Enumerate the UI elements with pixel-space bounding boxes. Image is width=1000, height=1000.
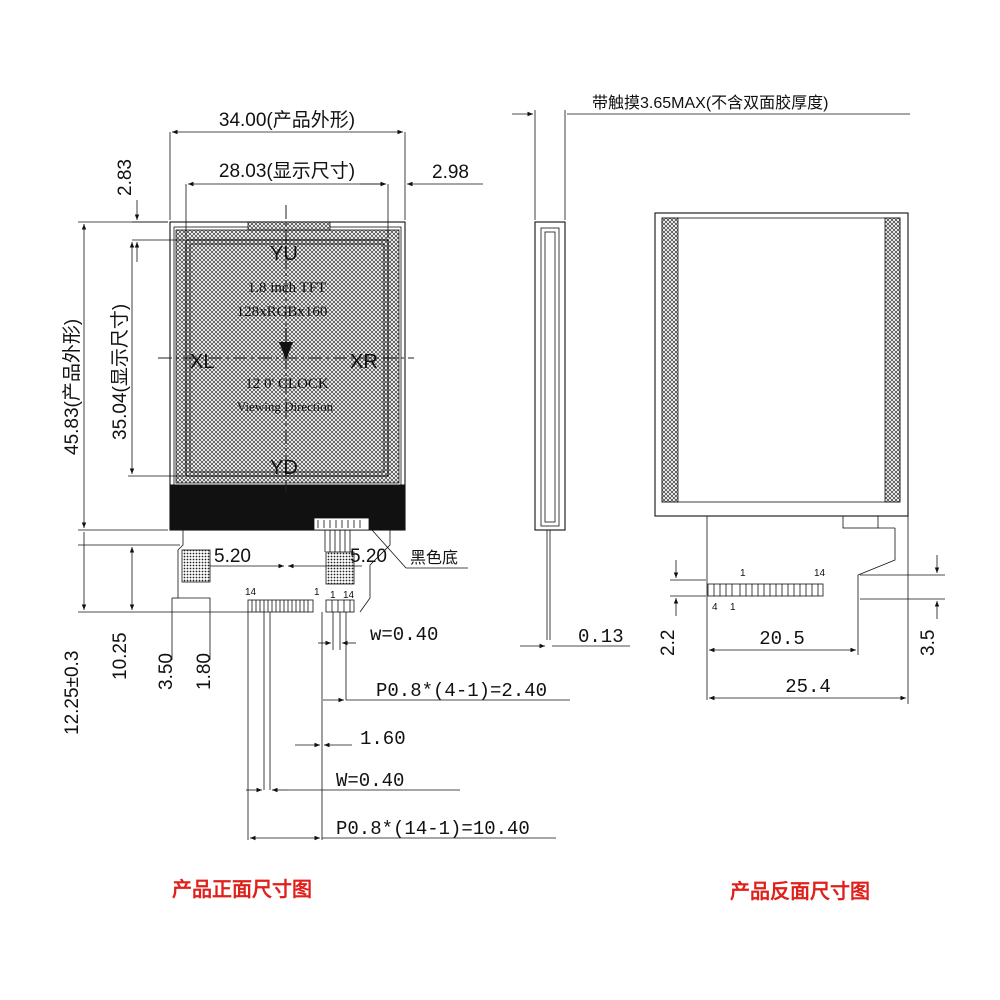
back-right-h-label: 3.5 [918, 630, 939, 656]
callout-black-base: 黑色底 [371, 529, 468, 569]
fpc-step1-label: 3.50 [156, 653, 177, 690]
dim-outline-width: 34.00(产品外形) [169, 109, 406, 220]
side-outline [534, 221, 566, 531]
back-pin-label-1b: 1 [730, 602, 736, 613]
dim-fpc-offsets: 5.20 5.20 [210, 546, 387, 569]
pin-label-14: 14 [245, 587, 257, 598]
w-big-label: W=0.40 [336, 770, 404, 792]
lcd-line4: Viewing Direction [237, 399, 334, 414]
back-pin-label-4: 4 [712, 602, 718, 613]
dim-pitch-small: w=0.40 P0.8*(4-1)=2.40 1.60 [295, 624, 570, 750]
label-yu: YU [270, 243, 298, 265]
dim-outline-height: 45.83(产品外形) [61, 221, 168, 531]
lcd-line2: 128xRGBx160 [237, 304, 328, 320]
back-pin-label-14: 14 [814, 568, 826, 579]
black-base-label: 黑色底 [410, 549, 458, 567]
total-width-label: 25.4 [785, 676, 831, 698]
dim-pitch-big: W=0.40 P0.8*(14-1)=10.40 [246, 770, 556, 841]
fpc-right-label: 5.20 [350, 546, 387, 567]
side-view: 带触摸3.65MAX(不含双面胶厚度) 0.13 [512, 94, 910, 649]
dim-view-height: 35.04(显示尺寸) [109, 242, 184, 477]
label-xl: XL [190, 351, 214, 373]
dim-right-offset: 2.98 [360, 162, 483, 187]
top-tab [247, 221, 331, 231]
front-view: YU YD XL XR 1.8 inch TFT 128xRGBx160 12 … [61, 109, 570, 901]
p-small-label: P0.8*(4-1)=2.40 [376, 680, 547, 702]
outline-width-label: 34.00(产品外形) [219, 109, 355, 131]
gap-label: 1.60 [360, 728, 406, 750]
lead-wires [247, 612, 347, 840]
pin-label-1: 1 [314, 587, 320, 598]
small-pin-label-1: 1 [330, 590, 336, 601]
fpc-length-label: 12.25±0.3 [62, 651, 83, 735]
back-right-strip [884, 217, 901, 503]
thickness-label: 带触摸3.65MAX(不含双面胶厚度) [592, 94, 828, 112]
back-pin-label-1: 1 [740, 568, 746, 579]
back-caption: 产品反面尺寸图 [730, 879, 870, 903]
hatched-border [175, 229, 400, 484]
right-offset-label: 2.98 [432, 162, 469, 183]
small-pin-label-14: 14 [343, 590, 355, 601]
lcd-line3: 12 0' CLOCK [245, 376, 329, 392]
back-view: 1 14 4 1 2.2 3.5 20.5 25.4 产品反面尺寸图 [654, 212, 945, 903]
p-big-label: P0.8*(14-1)=10.40 [336, 818, 530, 840]
pad-span-label: 20.5 [759, 628, 805, 650]
fpc [177, 530, 391, 613]
top-offset-label: 2.83 [115, 159, 136, 196]
view-width-label: 28.03(显示尺寸) [219, 160, 355, 182]
fpc-mid-label: 10.25 [110, 632, 131, 680]
back-outline [654, 212, 909, 517]
label-xr: XR [350, 351, 378, 373]
direction-arrow-icon [279, 342, 293, 360]
front-caption: 产品正面尺寸图 [172, 877, 312, 901]
view-height-label: 35.04(显示尺寸) [109, 304, 131, 440]
dim-fpc-vertical: 12.25±0.3 10.25 3.50 1.80 [62, 532, 248, 735]
dim-view-width: 28.03(显示尺寸) [185, 160, 389, 238]
back-left-strip [661, 217, 679, 503]
label-yd: YD [270, 457, 298, 479]
fpc-pads [313, 517, 370, 531]
fpc-thickness-label: 0.13 [578, 626, 624, 648]
w-small-label: w=0.40 [370, 624, 438, 646]
outline-height-label: 45.83(产品外形) [61, 319, 83, 455]
fpc-step2-label: 1.80 [194, 653, 215, 690]
back-left-h-label: 2.2 [658, 630, 679, 656]
lcd-line1: 1.8 inch TFT [248, 280, 326, 296]
fpc-left-label: 5.20 [214, 546, 251, 567]
